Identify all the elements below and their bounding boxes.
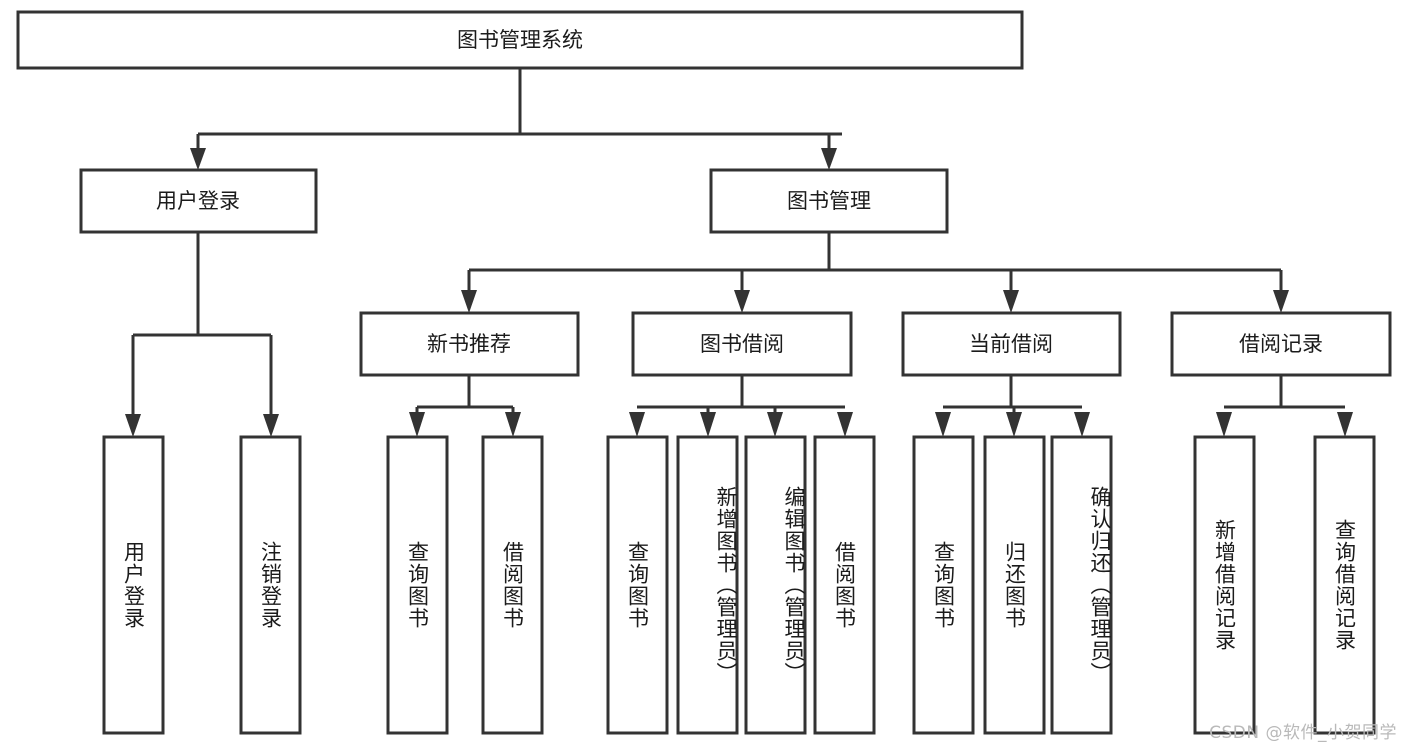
arrowhead-current-leaf1 — [935, 412, 951, 437]
node-book-borrow-box[interactable] — [631, 311, 853, 377]
leaf-box-query-borrow-record[interactable] — [1313, 435, 1376, 735]
leaf-node-boxes — [102, 435, 1376, 735]
arrowhead-to-borrow — [734, 290, 750, 313]
edges-root-to-level2 — [190, 68, 842, 170]
node-borrow-records-box[interactable] — [1170, 311, 1392, 377]
csdn-watermark: CSDN @软件_小贺同学 — [1209, 723, 1397, 743]
node-book-borrow[interactable]: 图书借阅 — [631, 311, 853, 377]
node-current-borrow[interactable]: 当前借阅 — [901, 311, 1122, 377]
leaf-box-query-book-current[interactable] — [912, 435, 975, 735]
arrowhead-root-to-book-mgmt — [821, 148, 837, 170]
arrowhead-newbook-leaf1 — [409, 412, 425, 437]
arrowhead-userlogin-leaf1 — [125, 414, 141, 437]
arrowhead-newbook-leaf2 — [505, 412, 521, 437]
leaf-box-edit-book-admin[interactable] — [744, 435, 807, 735]
edges-records-to-leaves — [1216, 375, 1353, 437]
arrowhead-to-newbook — [461, 290, 477, 313]
arrowhead-borrow-leaf2 — [700, 412, 716, 437]
edges-userlogin-to-leaves — [125, 232, 279, 437]
leaf-box-query-book-borrow[interactable] — [606, 435, 669, 735]
leaf-box-confirm-return-admin[interactable] — [1050, 435, 1113, 735]
edges-bookmgmt-to-level3 — [461, 232, 1289, 313]
arrowhead-to-records — [1273, 290, 1289, 313]
leaf-box-add-borrow-record[interactable] — [1193, 435, 1256, 735]
leaf-box-logout[interactable] — [239, 435, 302, 735]
node-book-management[interactable]: 图书管理 — [709, 168, 949, 234]
edges-borrow-to-leaves — [629, 375, 853, 437]
node-root-box[interactable] — [16, 10, 1024, 70]
leaf-box-return-book[interactable] — [983, 435, 1046, 735]
arrowhead-current-leaf2 — [1006, 412, 1022, 437]
node-book-borrow-label: 图书借阅 — [700, 332, 784, 356]
leaf-box-add-book-admin[interactable] — [676, 435, 739, 735]
leaf-box-borrow-book[interactable] — [813, 435, 876, 735]
node-borrow-records[interactable]: 借阅记录 — [1170, 311, 1392, 377]
leaf-box-user-login[interactable] — [102, 435, 165, 735]
arrowhead-userlogin-leaf2 — [263, 414, 279, 437]
arrowhead-borrow-leaf1 — [629, 412, 645, 437]
edges-current-to-leaves — [935, 375, 1090, 437]
node-current-borrow-box[interactable] — [901, 311, 1122, 377]
arrowhead-borrow-leaf4 — [837, 412, 853, 437]
arrowhead-to-current — [1003, 290, 1019, 313]
node-user-login-label: 用户登录 — [156, 189, 240, 213]
arrowhead-root-to-user-login — [190, 148, 206, 170]
node-new-book-recommend[interactable]: 新书推荐 — [359, 311, 580, 377]
edges-newbook-to-leaves — [409, 375, 521, 437]
leaf-box-borrow-book-new[interactable] — [481, 435, 544, 735]
node-user-login[interactable]: 用户登录 — [79, 168, 318, 234]
node-root-label: 图书管理系统 — [457, 28, 583, 52]
node-root-system[interactable]: 图书管理系统 — [16, 10, 1024, 70]
node-book-management-box[interactable] — [709, 168, 949, 234]
node-new-book-recommend-box[interactable] — [359, 311, 580, 377]
node-user-login-box[interactable] — [79, 168, 318, 234]
leaf-box-query-book-new[interactable] — [386, 435, 449, 735]
arrowhead-records-leaf2 — [1337, 412, 1353, 437]
node-current-borrow-label: 当前借阅 — [969, 332, 1053, 356]
arrowhead-records-leaf1 — [1216, 412, 1232, 437]
node-book-management-label: 图书管理 — [787, 189, 871, 213]
node-borrow-records-label: 借阅记录 — [1239, 332, 1323, 356]
arrowhead-current-leaf3 — [1074, 412, 1090, 437]
node-new-book-recommend-label: 新书推荐 — [427, 332, 511, 356]
arrowhead-borrow-leaf3 — [767, 412, 783, 437]
